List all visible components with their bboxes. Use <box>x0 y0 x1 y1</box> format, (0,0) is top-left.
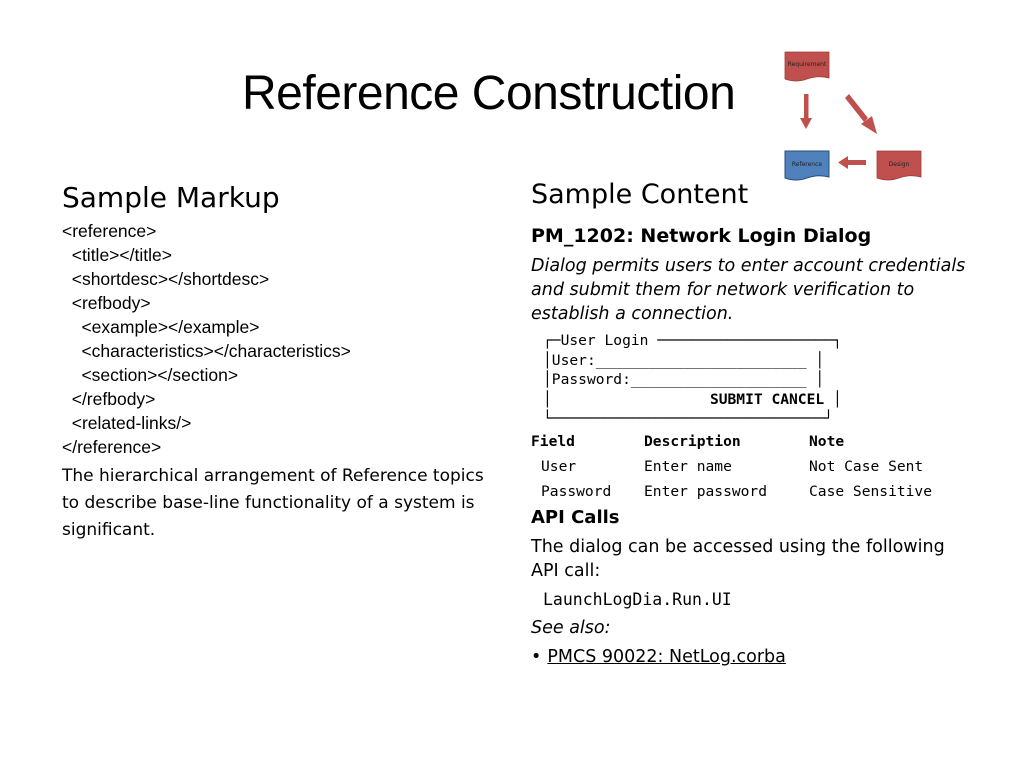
reference-label: Reference <box>792 161 823 168</box>
topic-title: PM_1202: Network Login Dialog <box>531 225 872 247</box>
markup-line: <example></example> <box>62 317 260 337</box>
related-link[interactable]: PMCS 90022: NetLog.corba <box>547 647 786 667</box>
user-field-label: User: <box>551 351 596 369</box>
cancel-label: CANCEL <box>771 390 825 408</box>
login-box-title: User Login <box>560 332 649 349</box>
table-cell: Case Sensitive <box>809 483 933 500</box>
requirement-label: Requirement <box>788 61 827 68</box>
submit-label: SUBMIT <box>709 390 763 408</box>
markup-line: <refbody> <box>62 293 151 313</box>
table-cell: Not Case Sent <box>809 458 924 475</box>
table-cell: Enter name <box>644 458 732 475</box>
sample-content-heading: Sample Content <box>531 179 749 210</box>
markup-line: </refbody> <box>62 389 156 409</box>
table-header: Note <box>809 433 845 450</box>
table-header: Description <box>644 433 741 450</box>
table-header-row: Field Description Note <box>531 429 932 454</box>
markup-description: The hierarchical arrangement of Referenc… <box>62 466 484 540</box>
design-node <box>876 150 922 181</box>
table-cell: User <box>541 458 577 475</box>
table-row: Password Enter password Case Sensitive <box>531 479 932 504</box>
api-description: The dialog can be accessed using the fol… <box>531 537 945 581</box>
bullet-icon: • <box>531 647 542 667</box>
table-cell: Enter password <box>644 483 768 500</box>
markup-line: <related-links/> <box>62 413 192 433</box>
see-also-label: See also: <box>531 618 611 638</box>
design-label: Design <box>889 161 910 168</box>
markup-line: <section></section> <box>62 365 239 385</box>
api-call-code: LaunchLogDia.Run.UI <box>543 590 732 609</box>
table-row: User Enter name Not Case Sent <box>531 454 932 479</box>
arrow-down-icon <box>800 94 812 129</box>
requirement-node <box>784 51 830 82</box>
table-header: Field <box>531 433 575 450</box>
markup-line: <characteristics></characteristics> <box>62 341 351 361</box>
table-cell: Password <box>541 483 612 500</box>
markup-line: <shortdesc></shortdesc> <box>62 269 270 289</box>
login-dialog-mockup: ┌─User Login ────────────────────┐ │User… <box>543 332 842 427</box>
markup-line: <title></title> <box>62 245 172 265</box>
password-field-label: Password: <box>551 371 631 388</box>
topic-description: Dialog permits users to enter account cr… <box>531 256 966 324</box>
field-table: Field Description Note User Enter name N… <box>531 429 932 504</box>
reference-node <box>784 150 830 181</box>
slide-title: Reference Construction <box>242 67 736 120</box>
related-link-item: •PMCS 90022: NetLog.corba <box>531 645 786 669</box>
markup-line: <reference> <box>62 221 157 241</box>
sample-markup-heading: Sample Markup <box>62 181 280 214</box>
arrow-left-icon <box>838 156 866 169</box>
markup-line: </reference> <box>62 437 162 457</box>
api-calls-heading: API Calls <box>531 507 620 528</box>
markup-list: <reference> <title></title> <shortdesc><… <box>62 219 351 459</box>
arrow-diagonal-icon <box>845 94 877 134</box>
